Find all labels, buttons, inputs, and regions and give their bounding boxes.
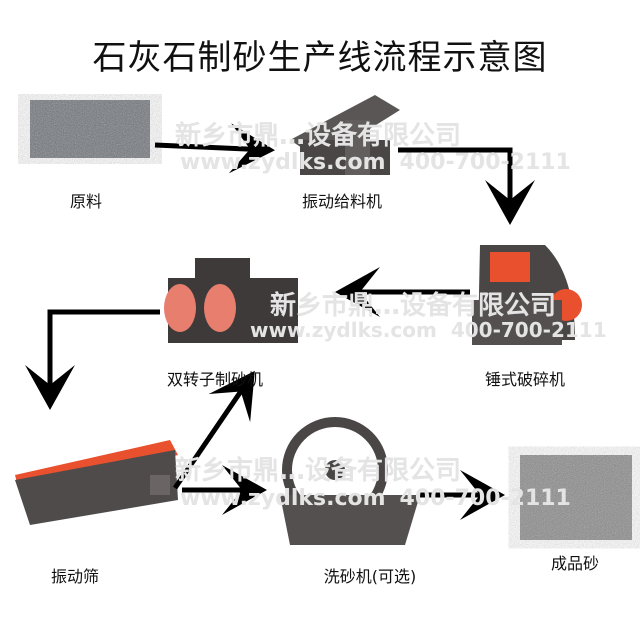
label-finished-sand: 成品砂 [550,554,600,573]
watermark-website: www.zydlks.com [180,150,386,175]
arrow-rotor-to-screen [25,309,160,410]
vibrating-screen-image [15,440,178,525]
raw-material-image [30,100,150,158]
sand-washer-image [280,417,420,545]
watermark-company-2: 新乡市鼎…设备有限公司 [270,291,557,321]
label-vibrating-screen: 振动筛 [50,567,100,586]
watermark-contact-3: www.zydlks.com 400-700-2111 [180,486,571,511]
watermark-contact: www.zydlks.com 400-700-2111 [180,150,571,175]
watermark-phone: 400-700-2111 [450,318,607,342]
watermark-phone: 400-700-2111 [399,150,571,175]
double-rotor-sand-maker-image [164,258,298,343]
watermark-website: www.zydlks.com [180,486,386,511]
watermark-website: www.zydlks.com [250,318,437,342]
label-raw-material: 原料 [69,192,103,211]
arrow-raw-to-feeder [154,123,275,174]
arrow-screen-to-rotor [172,370,255,490]
arrow-feeder-to-hammer [398,147,535,225]
label-double-rotor-sand-maker: 双转子制砂机 [166,370,264,389]
watermark-company-3: 新乡市鼎…设备有限公司 [175,456,462,486]
label-sand-washer: 洗砂机(可选) [323,567,417,586]
watermark-contact-2: www.zydlks.com 400-700-2111 [250,318,607,342]
page-title: 石灰石制砂生产线流程示意图 [92,38,548,78]
finished-sand-image [520,455,632,540]
watermark-phone: 400-700-2111 [399,486,571,511]
hammer-crusher-image [472,245,582,345]
label-vibrating-feeder: 振动给料机 [301,192,383,211]
vibrating-feeder-image [290,95,400,175]
watermark-company: 新乡市鼎…设备有限公司 [175,121,462,151]
label-hammer-crusher: 锤式破碎机 [484,370,566,389]
